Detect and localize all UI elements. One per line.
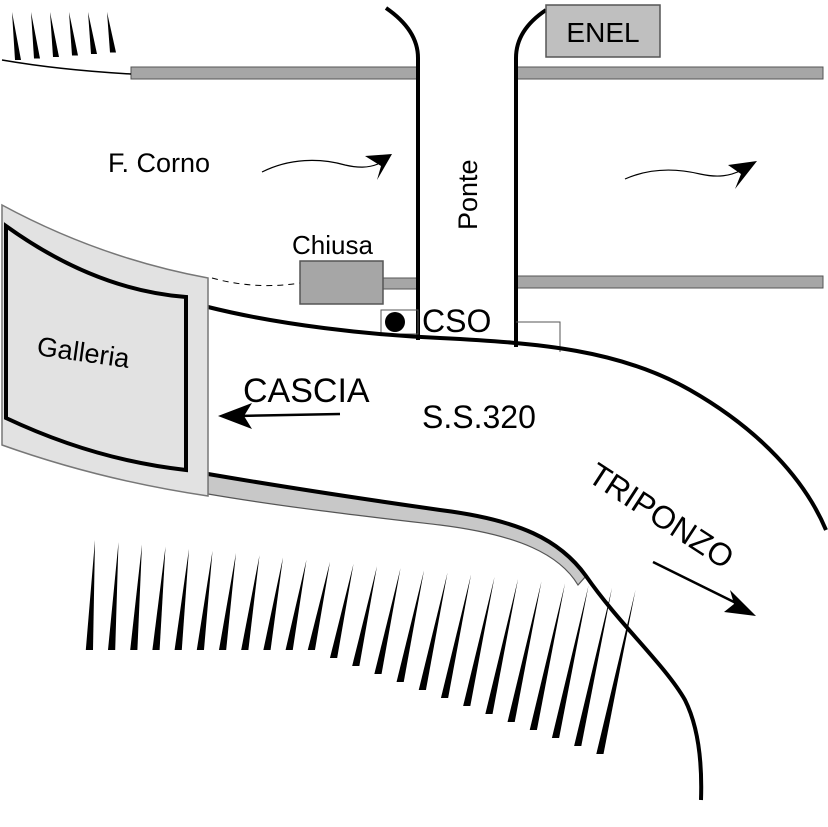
upper-bank-left (130, 66, 419, 80)
hatch-spike-icon (88, 12, 97, 54)
hatch-spike-icon (263, 557, 283, 650)
hatch-spike-icon (352, 566, 377, 666)
hatch-spike-icon (551, 585, 589, 738)
hatch-spike-icon (174, 548, 189, 650)
enel-label: ENEL (566, 17, 639, 48)
hatch-spike-icon (31, 12, 40, 59)
hatch-spike-icon (130, 544, 142, 650)
hatch-spike-icon (285, 559, 307, 650)
tunnel-frame (4, 222, 188, 473)
river-label: F. Corno (108, 148, 210, 178)
lower-bank-left (382, 277, 419, 290)
direction-west-label: CASCIA (243, 372, 370, 410)
tunnel (1, 203, 209, 497)
river-banks (130, 66, 824, 290)
road-label: S.S.320 (422, 399, 536, 435)
flow-arrow-icon (365, 154, 392, 180)
station-annex (516, 321, 561, 352)
lower-bank-right (515, 275, 824, 289)
river-flow-line-2 (624, 169, 743, 180)
hatch-spike-icon (463, 576, 495, 706)
hatch-spike-icon (329, 563, 354, 658)
hatch-spike-icon (107, 542, 119, 650)
hatch-spike-icon (485, 579, 518, 714)
bridge-right-edge (514, 8, 548, 347)
road (207, 305, 828, 801)
dam-structure (299, 260, 384, 305)
hatch-spike-icon (396, 570, 424, 682)
west-arrow-line (237, 412, 341, 418)
bridge-label: Ponte (453, 159, 483, 230)
hill-line (1, 59, 132, 75)
hatch-spike-icon (69, 12, 78, 56)
station-marker-icon (385, 312, 405, 332)
hatch-spike-icon (440, 574, 471, 698)
hatch-spike-icon (241, 555, 260, 650)
upper-bank-right (515, 66, 824, 80)
hatch-spike-icon (507, 581, 542, 722)
hatch-spike-icon (152, 546, 166, 650)
flow-arrow-icon (728, 161, 757, 189)
hatch-spike-icon (374, 568, 401, 674)
hatch-spike-icon (418, 572, 448, 690)
hatch-spike-icon (12, 12, 21, 60)
road-upper-edge (207, 305, 828, 531)
river-flow-line-1 (261, 159, 379, 173)
dam-dashed-line (211, 277, 301, 287)
bridge-left-edge (384, 6, 420, 340)
hatch-spike-icon (85, 540, 95, 650)
hatch-spike-icon (529, 583, 565, 730)
west-arrow-icon (218, 403, 252, 429)
station-label: CSO (422, 303, 491, 339)
road-lower-edge (207, 472, 704, 801)
hatch-spike-icon (107, 12, 116, 53)
hatch-spike-icon (574, 587, 612, 746)
hatch-spike-icon (50, 12, 59, 57)
top-hatching (12, 12, 116, 60)
dam-label: Chiusa (292, 230, 373, 260)
enel-building (545, 4, 661, 58)
bridge (384, 6, 548, 347)
direction-east-label: TRIPONZO (582, 456, 740, 576)
hatch-spike-icon (596, 590, 636, 754)
east-arrow-icon (724, 590, 756, 616)
bottom-hatching (85, 540, 636, 754)
east-arrow-line (652, 560, 739, 606)
hatch-spike-icon (307, 561, 330, 650)
hatch-spike-icon (218, 553, 236, 650)
hatch-spike-icon (196, 550, 213, 650)
